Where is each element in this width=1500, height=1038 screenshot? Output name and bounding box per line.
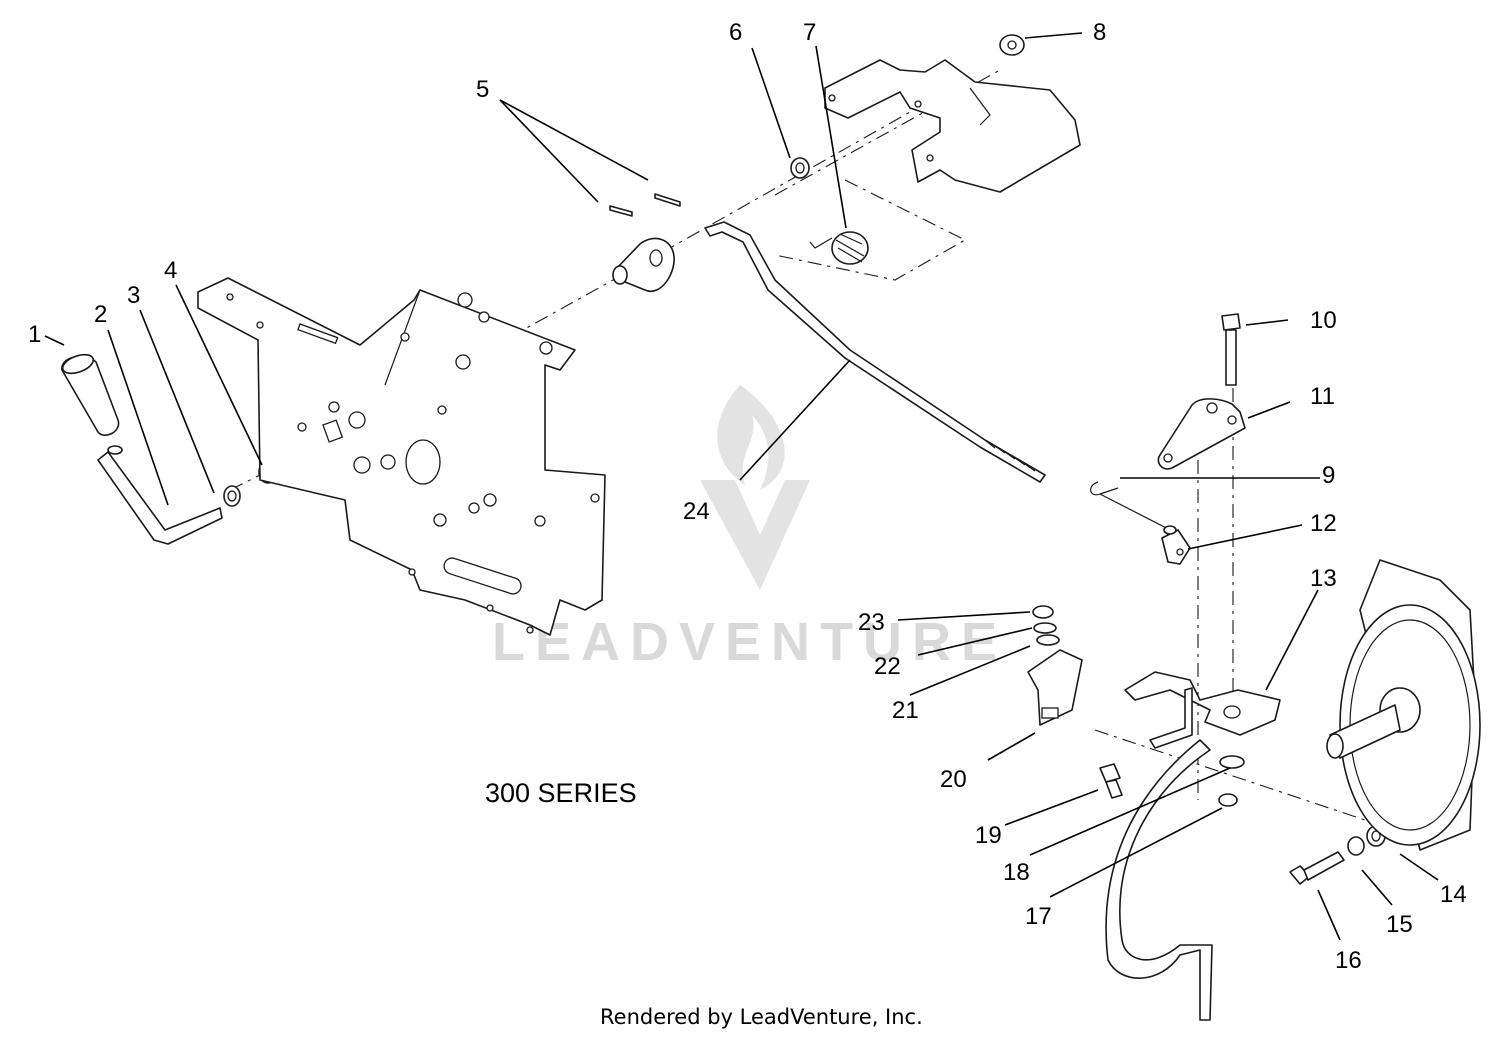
callout-24: 24 xyxy=(683,498,710,525)
callout-14: 14 xyxy=(1440,881,1467,908)
part-1-knob xyxy=(61,353,120,436)
callout-6: 6 xyxy=(729,19,742,46)
part-6-nut xyxy=(790,157,810,179)
callout-9: 9 xyxy=(1322,462,1335,489)
series-label: 300 SERIES xyxy=(485,778,637,808)
part-3-washer xyxy=(223,485,241,507)
callout-11: 11 xyxy=(1310,383,1335,410)
callout-12: 12 xyxy=(1310,510,1337,537)
part-11-plate xyxy=(1157,398,1246,470)
callout-2: 2 xyxy=(94,301,107,328)
part-5-roll-pins xyxy=(609,193,681,217)
part-9-hairpin-clip xyxy=(1090,481,1181,536)
callout-15: 15 xyxy=(1386,911,1413,938)
part-2-shift-lever xyxy=(97,445,223,545)
part-10-bolt xyxy=(1221,313,1241,386)
callout-1: 1 xyxy=(28,321,41,348)
footer-credit: Rendered by LeadVenture, Inc. xyxy=(600,1005,923,1029)
part-20-bracket xyxy=(1027,649,1083,726)
part-13-shift-bracket xyxy=(1124,671,1281,749)
callout-21: 21 xyxy=(892,697,919,724)
callout-5: 5 xyxy=(476,76,489,103)
callout-23: 23 xyxy=(858,609,885,636)
callout-13: 13 xyxy=(1310,565,1337,592)
callout-20: 20 xyxy=(940,766,967,793)
part-23-nut xyxy=(1032,605,1054,619)
part-15-lock-washer xyxy=(1347,836,1365,856)
part-22-washer xyxy=(1033,622,1057,634)
callout-3: 3 xyxy=(127,282,140,309)
part-18-washer xyxy=(1219,755,1245,769)
callout-10: 10 xyxy=(1310,307,1337,334)
part-8-washer xyxy=(999,34,1025,56)
transmission-pulley xyxy=(1326,559,1481,851)
callout-8: 8 xyxy=(1093,19,1106,46)
callout-19: 19 xyxy=(975,822,1002,849)
callout-labels: 1 2 3 4 5 6 7 8 9 10 11 12 13 14 15 16 1… xyxy=(28,19,1467,974)
part-24-shift-rod xyxy=(704,221,1046,483)
part-21-spacer xyxy=(1036,634,1060,646)
frame-bracket xyxy=(824,59,1081,193)
transmission-shift-arm xyxy=(1105,739,1213,1021)
control-panel-plate xyxy=(197,277,606,636)
callout-7: 7 xyxy=(803,19,816,46)
callout-4: 4 xyxy=(164,257,177,284)
part-19-bolt xyxy=(1099,763,1123,799)
callout-17: 17 xyxy=(1025,903,1052,930)
callout-22: 22 xyxy=(874,653,901,680)
part-7-spring xyxy=(809,231,869,265)
leader-lines xyxy=(44,32,1439,941)
watermark-text: LEADVENTURE xyxy=(492,612,1007,672)
part-12-swivel xyxy=(1161,525,1191,565)
callout-18: 18 xyxy=(1003,859,1030,886)
shift-arm-hub xyxy=(612,237,675,293)
part-16-bolt xyxy=(1289,851,1345,885)
part-17-nut xyxy=(1218,793,1238,807)
callout-16: 16 xyxy=(1335,947,1362,974)
leadventure-watermark: LEADVENTURE xyxy=(492,385,1007,672)
